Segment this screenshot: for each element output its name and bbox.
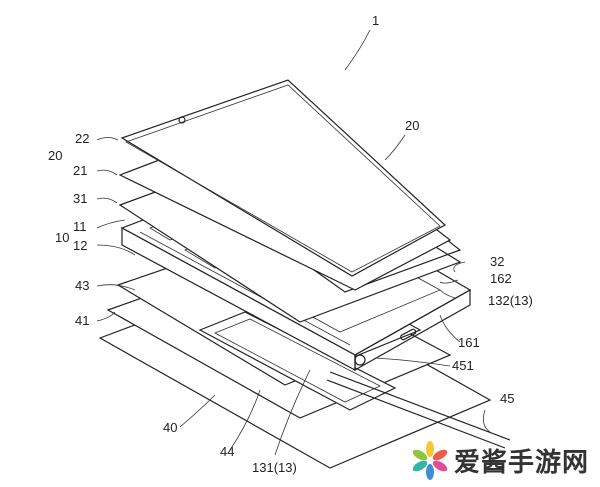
stylus-45-edge bbox=[326, 379, 506, 449]
usb-port bbox=[400, 328, 417, 341]
display-edge bbox=[125, 84, 441, 273]
camera-hole bbox=[178, 116, 186, 124]
label-20: 20 bbox=[405, 118, 419, 133]
flower-logo-icon bbox=[412, 441, 448, 480]
leader-lines bbox=[96, 29, 491, 456]
watermark: 爱酱手游网 bbox=[412, 440, 589, 480]
label-11: 11 bbox=[73, 219, 87, 234]
label-21: 21 bbox=[73, 163, 87, 178]
stylus-45 bbox=[329, 371, 511, 441]
label-32: 32 bbox=[490, 254, 504, 269]
label-41: 41 bbox=[75, 313, 89, 328]
frame-side-end bbox=[354, 288, 471, 372]
label-161: 161 bbox=[458, 335, 480, 350]
label-12: 12 bbox=[73, 238, 87, 253]
display-glass-22 bbox=[120, 79, 447, 277]
label-31: 31 bbox=[73, 191, 87, 206]
battery-44 bbox=[198, 311, 397, 411]
label-451: 451 bbox=[452, 358, 474, 373]
watermark-text: 爱酱手游网 bbox=[454, 447, 590, 478]
label-22: 22 bbox=[75, 131, 89, 146]
pen-slot bbox=[354, 354, 366, 366]
label-40: 40 bbox=[163, 420, 177, 435]
label-1: 1 bbox=[372, 13, 379, 28]
label-43: 43 bbox=[75, 278, 89, 293]
label-162: 162 bbox=[490, 271, 512, 286]
label-20-group: 20 bbox=[48, 148, 62, 163]
label-44: 44 bbox=[220, 444, 234, 459]
label-132-13: 132(13) bbox=[488, 293, 533, 308]
label-10: 10 bbox=[55, 230, 69, 245]
label-45: 45 bbox=[500, 391, 514, 406]
label-131-13: 131(13) bbox=[252, 460, 297, 475]
battery-inner bbox=[214, 318, 381, 403]
